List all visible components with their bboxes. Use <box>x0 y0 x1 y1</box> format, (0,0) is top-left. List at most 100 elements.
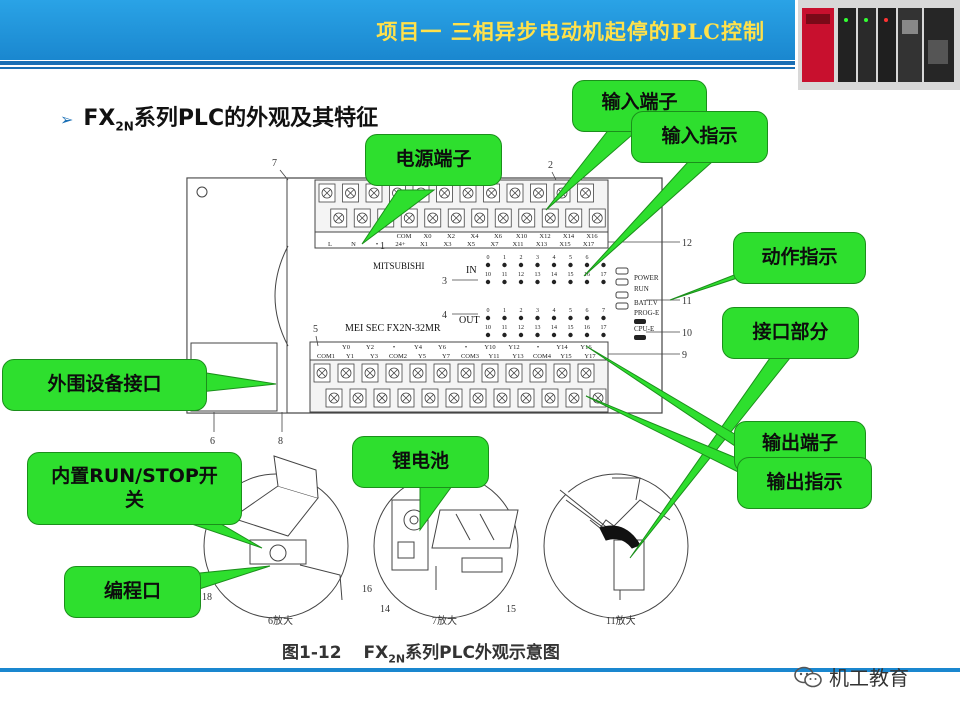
led-number: 11 <box>502 325 508 331</box>
led-indicator <box>584 315 590 321</box>
led-number: 3 <box>536 308 539 314</box>
input-terminal-label: 24+ <box>395 241 406 248</box>
led-indicator <box>518 279 524 285</box>
led-indicator <box>485 332 491 338</box>
screw-slot <box>474 394 482 402</box>
screw-slot <box>366 369 374 377</box>
screw-slot <box>498 394 506 402</box>
led-number: 6 <box>586 255 589 261</box>
plc-photo <box>798 0 960 90</box>
input-terminal-label: L <box>328 241 332 248</box>
model-name: MEI SEC FX2N-32MR <box>345 323 441 334</box>
screw-slot <box>358 214 367 222</box>
screw-slot <box>323 189 331 197</box>
status-cpu: CPU-E <box>634 325 654 333</box>
led-indicator <box>518 315 524 321</box>
caption-subscript: 2N <box>388 652 406 666</box>
part-num-7: 7 <box>272 158 277 169</box>
input-terminal-label: X10 <box>516 233 527 240</box>
output-terminal-label: Y16 <box>580 344 592 351</box>
led-number: 15 <box>568 325 574 331</box>
screw-slot <box>342 369 350 377</box>
led-number: 2 <box>520 255 523 261</box>
inset-num-18: 18 <box>202 592 212 603</box>
screw-slot <box>390 369 398 377</box>
screw-slot <box>569 214 578 222</box>
input-terminal-label: X13 <box>536 241 547 248</box>
led-number: 10 <box>485 325 491 331</box>
header-rule-thin <box>0 67 795 69</box>
output-terminal-label: Y15 <box>560 353 571 360</box>
caption-suffix: 系列PLC外观示意图 <box>405 643 560 663</box>
screw-slot <box>522 214 531 222</box>
screw-slot <box>511 189 519 197</box>
brand-label: MITSUBISHI <box>373 261 425 271</box>
led-indicator <box>535 262 540 268</box>
footer-bar <box>0 668 960 672</box>
led-number: 1 <box>503 255 506 261</box>
callout-output-indicator: 输出指示 <box>737 457 872 509</box>
led-number: 0 <box>487 255 490 261</box>
input-terminal-label: X7 <box>491 241 500 248</box>
callout-run-stop-switch: 内置RUN/STOP开关 <box>27 452 242 525</box>
inset-label-11: 11放大 <box>606 614 636 627</box>
screw-slot <box>354 394 362 402</box>
subtitle-subscript: 2N <box>115 119 134 134</box>
screw-slot <box>487 189 496 197</box>
led-indicator <box>601 262 606 268</box>
input-terminal-label: X11 <box>513 241 524 248</box>
callout-power-terminal: 电源端子 <box>365 134 502 186</box>
led-indicator <box>518 332 524 338</box>
status-power: POWER <box>634 274 659 282</box>
led-number: 17 <box>601 325 607 331</box>
screw-slot <box>546 394 554 402</box>
caption-figure-number: 图1-12 <box>282 643 342 663</box>
part-num-1: 1 <box>380 241 385 252</box>
callout-programming-port: 编程口 <box>64 566 201 618</box>
input-terminal-label: COM <box>397 233 412 240</box>
screw-slot <box>334 214 343 222</box>
led-indicator <box>502 262 507 268</box>
screw-slot <box>464 189 472 197</box>
led-number: 4 <box>553 255 556 261</box>
output-terminal-label: Y11 <box>489 353 500 360</box>
led-number: 4 <box>553 308 556 314</box>
led-indicator <box>601 315 606 321</box>
led-number: 17 <box>601 272 607 278</box>
input-terminal-label: X0 <box>424 233 432 240</box>
led-number: 15 <box>568 272 574 278</box>
inset-num-14: 14 <box>380 604 390 615</box>
screw-slot <box>330 394 338 402</box>
led-indicator <box>568 262 573 268</box>
output-terminal-label: Y0 <box>342 344 350 351</box>
led-number: 2 <box>520 308 523 314</box>
led-number: 0 <box>487 308 490 314</box>
status-batt: BATT.V <box>634 299 658 307</box>
output-terminal-label: Y17 <box>584 353 596 360</box>
led-number: 14 <box>551 325 557 331</box>
output-terminal-label: Y1 <box>346 353 354 360</box>
status-run: RUN <box>634 285 649 293</box>
screw-slot <box>428 214 437 222</box>
output-terminal-label: Y6 <box>438 344 447 351</box>
screw-slot <box>405 214 414 222</box>
led-indicator <box>485 279 491 285</box>
output-terminal-label: • <box>393 344 395 351</box>
screw-slot <box>582 369 590 377</box>
output-terminal-label: Y2 <box>366 344 374 351</box>
callout-battery: 锂电池 <box>352 436 489 488</box>
callout-input-indicator: 输入指示 <box>631 111 768 163</box>
header-bar: 项目一 三相异步电动机起停的PLC控制 <box>0 0 795 60</box>
input-terminal-label: X14 <box>563 233 575 240</box>
part-num-6: 6 <box>210 436 215 447</box>
brand-name: 机工教育 <box>829 666 909 690</box>
led-number: 12 <box>518 325 524 331</box>
led-number: 13 <box>535 272 541 278</box>
output-terminal-label: COM1 <box>317 353 335 360</box>
screw-slot <box>318 369 326 377</box>
out-label: OUT <box>459 315 480 326</box>
led-number: 11 <box>502 272 508 278</box>
screw-slot <box>378 394 386 402</box>
led-number: 13 <box>535 325 541 331</box>
